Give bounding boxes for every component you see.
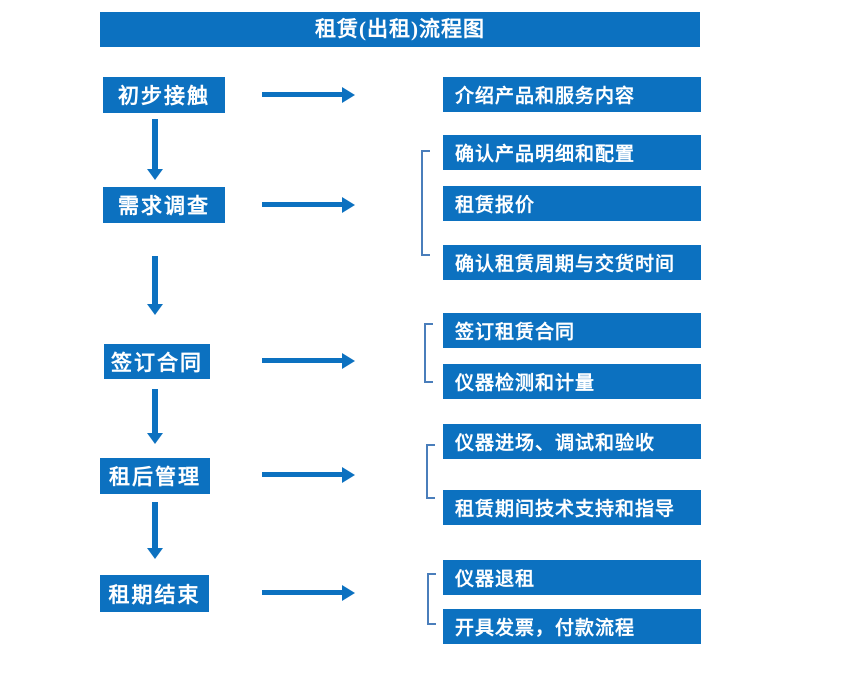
arrow-shaft: [262, 472, 343, 477]
arrow-shaft: [152, 389, 158, 433]
right-arrow-icon: [262, 197, 355, 213]
arrow-head: [147, 548, 163, 559]
arrow-head: [342, 467, 355, 483]
arrow-shaft: [262, 202, 343, 207]
arrow-shaft: [152, 256, 158, 304]
output-box: 仪器检测和计量: [443, 364, 701, 399]
arrow-head: [342, 87, 355, 103]
arrow-shaft: [262, 358, 343, 363]
arrow-head: [147, 169, 163, 180]
group-bracket: [424, 323, 433, 383]
arrow-head: [342, 197, 355, 213]
group-bracket: [426, 444, 435, 499]
output-box: 确认租赁周期与交货时间: [443, 245, 701, 280]
output-box: 仪器进场、调试和验收: [443, 424, 701, 459]
output-box: 确认产品明细和配置: [443, 135, 701, 170]
group-bracket: [421, 150, 430, 256]
arrow-shaft: [152, 119, 158, 169]
arrow-shaft: [152, 502, 158, 548]
output-box: 仪器退租: [443, 560, 701, 595]
output-box: 介绍产品和服务内容: [443, 77, 701, 112]
output-box: 租赁期间技术支持和指导: [443, 490, 701, 525]
down-arrow-icon: [147, 256, 163, 315]
arrow-head: [342, 353, 355, 369]
arrow-shaft: [262, 590, 343, 595]
arrow-shaft: [262, 92, 343, 97]
output-box: 开具发票，付款流程: [443, 609, 701, 644]
stage-box-demand-survey: 需求调查: [103, 187, 225, 223]
arrow-head: [147, 304, 163, 315]
group-bracket: [427, 573, 436, 625]
stage-box-sign-contract: 签订合同: [104, 344, 210, 379]
right-arrow-icon: [262, 467, 355, 483]
flowchart-title: 租赁(出租)流程图: [100, 12, 700, 47]
arrow-head: [342, 585, 355, 601]
output-box: 签订租赁合同: [443, 313, 701, 348]
stage-box-initial-contact: 初步接触: [103, 77, 225, 113]
stage-box-lease-end: 租期结束: [100, 575, 209, 612]
output-box: 租赁报价: [443, 186, 701, 221]
right-arrow-icon: [262, 87, 355, 103]
right-arrow-icon: [262, 353, 355, 369]
down-arrow-icon: [147, 389, 163, 444]
right-arrow-icon: [262, 585, 355, 601]
down-arrow-icon: [147, 119, 163, 180]
down-arrow-icon: [147, 502, 163, 559]
arrow-head: [147, 433, 163, 444]
stage-box-post-rental-management: 租后管理: [100, 458, 210, 494]
